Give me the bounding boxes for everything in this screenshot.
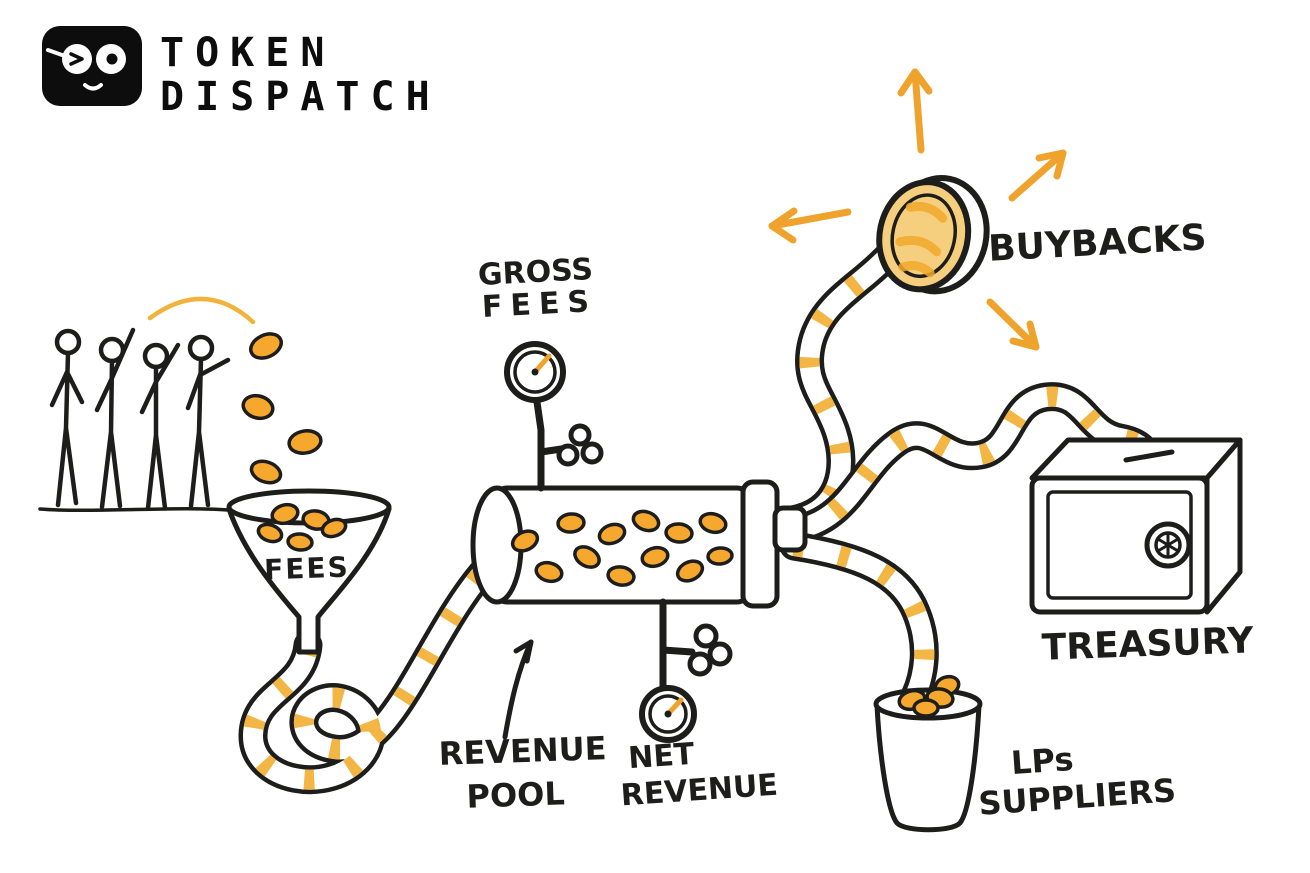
glasses-icon [46,44,126,91]
stick-figure [94,327,136,510]
stick-figure [185,334,231,509]
gross-fees-gauge: GROSS FEES [477,252,604,492]
arrow-up-right-icon [1008,149,1067,202]
brand-logo: TOKEN DISPATCH [42,26,441,120]
falling-coins [241,332,323,485]
coin [287,429,323,455]
pipe-pool-to-lps [779,531,939,711]
lps-bucket: LPs SUPPLIERS [873,674,1177,833]
buyback-arrows [768,68,1067,351]
funnel-coins [256,502,348,552]
bucket-coins [897,674,961,718]
ground-line [38,506,230,513]
valve-handle-icon [687,623,733,677]
funnel-label: FEES [264,551,351,587]
valve-handle-icon [556,423,604,467]
lps-label-line1: LPs [1010,740,1075,782]
coin [249,332,283,360]
arrow-left-icon [768,207,852,244]
buybacks-label: BUYBACKS [987,217,1207,269]
net-revenue-label-line1: NET [627,737,696,777]
net-revenue-gauge: NET REVENUE [620,598,779,813]
pipe-funnel-to-pool [238,557,498,795]
stick-figure [139,342,181,511]
cylinder-flange [740,479,780,609]
arrow-down-right-icon [986,298,1040,351]
treasury-safe: TREASURY [1029,437,1255,669]
revenue-pool-label-line1: REVENUE [438,729,607,773]
buybacks-coin [876,175,990,295]
revenue-pool-annotation: REVENUE POOL [438,639,607,816]
revenue-pool-label-line2: POOL [466,774,566,815]
toss-motion-arc [147,296,256,325]
pool-coins [510,509,734,587]
gauge-needle [532,353,552,375]
safe-front-face [1029,475,1210,615]
brand-name-line1: TOKEN [160,30,335,76]
stick-figure [49,328,85,508]
people-group [38,296,256,513]
coin [249,459,283,485]
gross-fees-label-line1: GROSS [477,252,594,293]
treasury-label: TREASURY [1041,620,1255,668]
brand-name-line2: DISPATCH [160,74,441,120]
coin [241,393,275,421]
cylinder-nozzle [772,505,808,553]
revenue-pool-cylinder [470,479,808,609]
safe-slot [1123,449,1175,463]
fees-funnel: FEES [226,488,392,655]
gross-fees-label-line2: FEES [481,284,598,325]
logo-mark-background [42,26,142,106]
lps-label-line2: SUPPLIERS [977,771,1177,823]
bucket-body [874,703,982,833]
arrow-up-icon [897,68,933,154]
safe-dial-icon [1144,521,1192,569]
